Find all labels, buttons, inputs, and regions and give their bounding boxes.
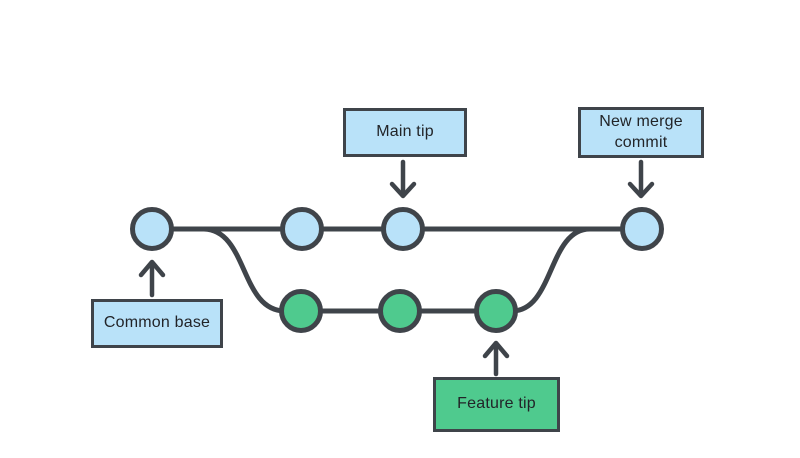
feature-tip-label-text: Feature tip [457, 395, 536, 413]
commit-node-main-1 [280, 207, 324, 251]
main-tip-label-text: Main tip [376, 123, 434, 141]
branch-out-curve [203, 226, 286, 314]
arrow-up-common-base [138, 259, 166, 298]
new-merge-commit-label-text: New merge commit [599, 113, 683, 151]
feature-tip-label: Feature tip [433, 377, 560, 432]
commit-node-feature-1 [279, 289, 323, 333]
commit-node-main-tip [381, 207, 425, 251]
arrow-up-feature-tip [482, 340, 510, 377]
common-base-label-text: Common base [103, 314, 211, 332]
merge-in-curve [511, 226, 591, 314]
new-merge-commit-label: New merge commit [578, 107, 704, 158]
main-tip-label: Main tip [343, 108, 467, 157]
commit-node-feature-tip [474, 289, 518, 333]
commit-node-new-merge-commit [620, 207, 664, 251]
arrow-down-main-tip [389, 159, 417, 199]
commit-node-feature-2 [378, 289, 422, 333]
arrow-down-new-merge-commit [627, 159, 655, 199]
commit-node-common-base [130, 207, 174, 251]
common-base-label: Common base [91, 299, 223, 348]
